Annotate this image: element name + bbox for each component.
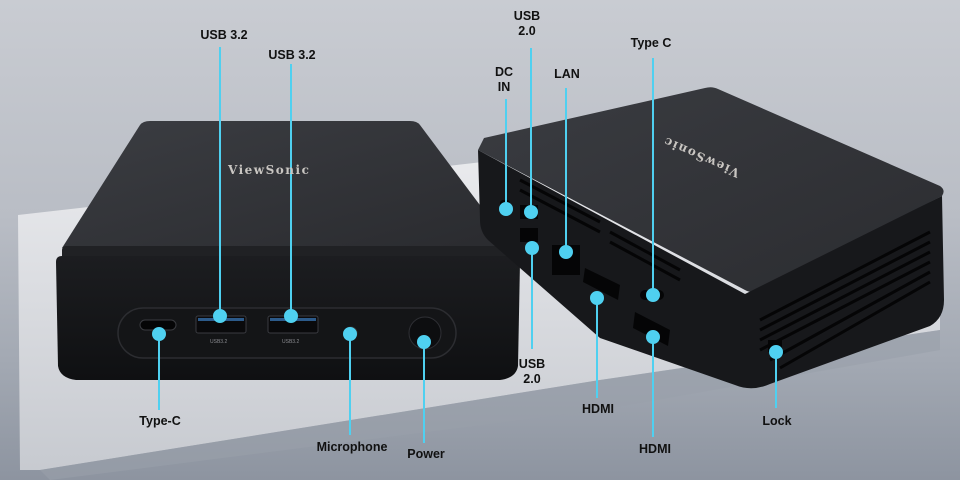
- callout-type-c-front: Type-C: [139, 414, 181, 428]
- callout-lines: [152, 47, 783, 443]
- usb32-port-label-b: USB3.2: [282, 339, 300, 345]
- callout-lock: Lock: [762, 414, 792, 428]
- callout-hdmi-1: HDMI: [582, 402, 614, 416]
- callout-lan: LAN: [554, 67, 580, 81]
- callout-microphone: Microphone: [316, 440, 388, 454]
- viewsonic-logo-left: ViewSonic: [228, 163, 311, 177]
- right-mini-pc: [478, 87, 944, 389]
- usb32-port-label-a: USB3.2: [210, 339, 228, 345]
- callout-usb32-a: USB 3.2: [200, 28, 248, 42]
- callout-usb20-bottom: USB 2.0: [518, 357, 546, 386]
- callout-usb20-top: USB 2.0: [513, 9, 541, 38]
- callout-hdmi-2: HDMI: [639, 442, 671, 456]
- callout-usb32-b: USB 3.2: [268, 48, 316, 62]
- callout-power: Power: [407, 447, 445, 461]
- callout-type-c-rear: Type C: [630, 36, 672, 50]
- callout-dc-in: DC IN: [494, 65, 514, 94]
